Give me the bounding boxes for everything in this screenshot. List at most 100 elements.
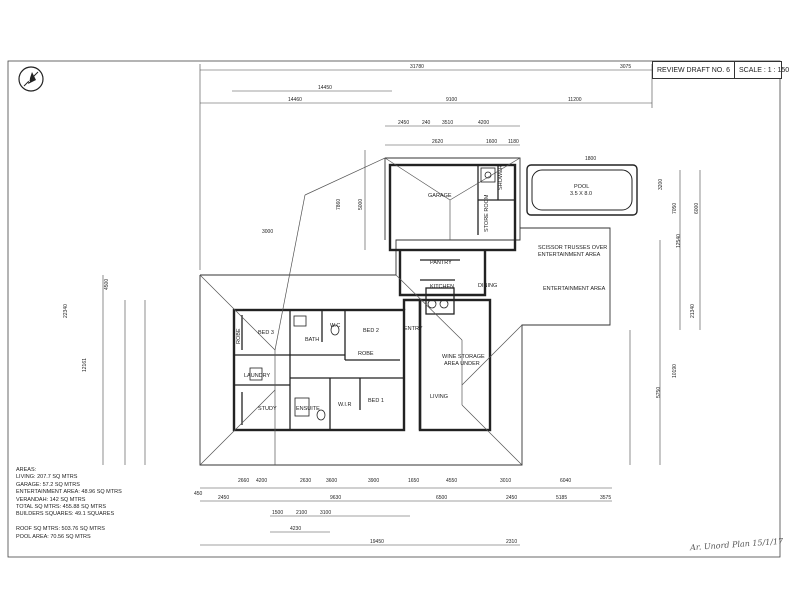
- sheet-border: [7, 60, 781, 558]
- dim-9100: 9100: [446, 97, 457, 103]
- dim-5000: 5000: [358, 199, 364, 210]
- room-bed2: BED 2: [363, 328, 379, 334]
- area-entertainment: ENTERTAINMENT AREA: 48.96 SQ MTRS: [16, 489, 122, 496]
- area-living: LIVING: 207.7 SQ MTRS: [16, 474, 78, 481]
- dim-3200: 3200: [658, 179, 664, 190]
- room-wine: WINE STORAGE: [442, 354, 485, 360]
- dim-2450b: 2450: [218, 495, 229, 501]
- north-label: N: [26, 78, 30, 84]
- dim-21340: 21340: [690, 304, 696, 318]
- room-laundry: LAUNDRY: [244, 373, 271, 379]
- scale-label: SCALE : 1 : 150: [734, 62, 793, 78]
- dim-5185: 5185: [556, 495, 567, 501]
- dimension-lines: [102, 64, 701, 546]
- room-shower: SHOWER: [498, 165, 504, 190]
- dim-3000: 3000: [262, 229, 273, 235]
- room-entry: ENTRY: [404, 326, 423, 332]
- dim-22340: 22340: [63, 304, 69, 318]
- dim-2630: 2630: [300, 478, 311, 484]
- dim-2620: 2620: [432, 139, 443, 145]
- area-builders-squares: BUILDERS SQUARES: 49.1 SQUARES: [16, 511, 115, 518]
- house-walls: [232, 163, 517, 432]
- room-scissor-2: ENTERTAINMENT AREA: [538, 252, 601, 258]
- dim-19450: 19450: [370, 539, 384, 545]
- dim-3600: 3600: [326, 478, 337, 484]
- dim-3510: 3510: [442, 120, 453, 126]
- area-total: TOTAL SQ MTRS: 455.88 SQ MTRS: [16, 504, 107, 511]
- dim-2660: 2660: [238, 478, 249, 484]
- dim-7860: 7860: [336, 199, 342, 210]
- dim-1600: 1600: [486, 139, 497, 145]
- room-kitchen: KITCHEN: [430, 284, 454, 290]
- room-pool-size: 3.5 X 8.0: [570, 191, 592, 197]
- dim-3575: 3575: [600, 495, 611, 501]
- room-ensuite: ENSUITE: [296, 406, 320, 412]
- dim-4550: 4550: [446, 478, 457, 484]
- pool: [526, 164, 638, 216]
- dim-4230: 4230: [290, 526, 301, 532]
- room-dining: DINING: [478, 283, 497, 289]
- room-robe: ROBE: [236, 328, 242, 344]
- room-bath: BATH: [305, 337, 319, 343]
- review-draft-label: REVIEW DRAFT NO. 6: [657, 66, 730, 74]
- roof-hip-lines: [199, 157, 523, 466]
- dim-1180: 1180: [508, 139, 519, 145]
- dim-6040: 6040: [560, 478, 571, 484]
- dim-4200: 4200: [478, 120, 489, 126]
- dim-450: 450: [194, 491, 203, 497]
- dim-2100: 2100: [296, 510, 307, 516]
- room-pantry: PANTRY: [430, 260, 452, 266]
- dim-3100: 3100: [320, 510, 331, 516]
- dim-14460: 14460: [288, 97, 302, 103]
- bathroom-fixtures: [249, 167, 496, 421]
- dim-14450: 14450: [318, 85, 332, 91]
- dim-3900: 3900: [368, 478, 379, 484]
- dim-4500: 4500: [104, 279, 110, 290]
- area-pool: POOL AREA: 70.56 SQ MTRS: [16, 533, 91, 540]
- dim-1800: 1800: [585, 156, 596, 162]
- dim-12540: 12540: [676, 234, 682, 248]
- dimension-labels: 31780 3075 14450 14460 9100 11200 2450 2…: [63, 64, 700, 545]
- room-wc: W.C: [330, 323, 340, 329]
- dim-7050: 7050: [672, 203, 678, 214]
- dim-11200: 11200: [568, 97, 582, 103]
- room-robe-2: ROBE: [358, 351, 374, 357]
- room-bed3: BED 3: [258, 330, 274, 336]
- dim-1650: 1650: [408, 478, 419, 484]
- dim-9630: 9630: [330, 495, 341, 501]
- dim-1500: 1500: [272, 510, 283, 516]
- title-block: REVIEW DRAFT NO. 6 SCALE : 1 : 150: [652, 61, 789, 79]
- area-spacer: [16, 519, 156, 526]
- north-arrow-icon: N: [18, 66, 44, 92]
- area-roof: ROOF SQ MTRS: 503.76 SQ MTRS: [16, 526, 105, 533]
- room-labels: BED 3 ROBE BATH W.C BED 2 ROBE ENTRY LAU…: [236, 165, 607, 412]
- dim-2310: 2310: [506, 539, 517, 545]
- areas-schedule: AREAS: LIVING: 207.7 SQ MTRS GARAGE: 57.…: [16, 467, 156, 541]
- room-wir: W.I.R: [338, 402, 351, 408]
- room-pool: POOL: [574, 184, 589, 190]
- dim-3010: 3010: [500, 478, 511, 484]
- room-scissor: SCISSOR TRUSSES OVER: [538, 245, 607, 251]
- room-wine-2: AREA UNDER: [444, 361, 480, 367]
- room-garage: GARAGE: [428, 193, 452, 199]
- dim-12161: 12161: [82, 358, 88, 372]
- dim-2450: 2450: [398, 120, 409, 126]
- dim-240: 240: [422, 120, 431, 126]
- dim-top-right: 3075: [620, 64, 631, 70]
- dim-2450c: 2450: [506, 495, 517, 501]
- area-verandah: VERANDAH: 142 SQ MTRS: [16, 496, 86, 503]
- dim-overall-top: 31780: [410, 64, 424, 70]
- dim-5750: 5750: [656, 387, 662, 398]
- dim-6500: 6500: [436, 495, 447, 501]
- interior-walls: [234, 165, 515, 430]
- room-store: STORE ROOM: [484, 194, 490, 232]
- dim-10190: 10190: [672, 364, 678, 378]
- dim-6000: 6000: [694, 203, 700, 214]
- room-bed1: BED 1: [368, 398, 384, 404]
- area-garage: GARAGE: 57.2 SQ MTRS: [16, 481, 80, 488]
- room-entertainment: ENTERTAINMENT AREA: [543, 286, 606, 292]
- areas-heading: AREAS:: [16, 467, 37, 473]
- room-study: STUDY: [258, 406, 277, 412]
- room-living: LIVING: [430, 394, 448, 400]
